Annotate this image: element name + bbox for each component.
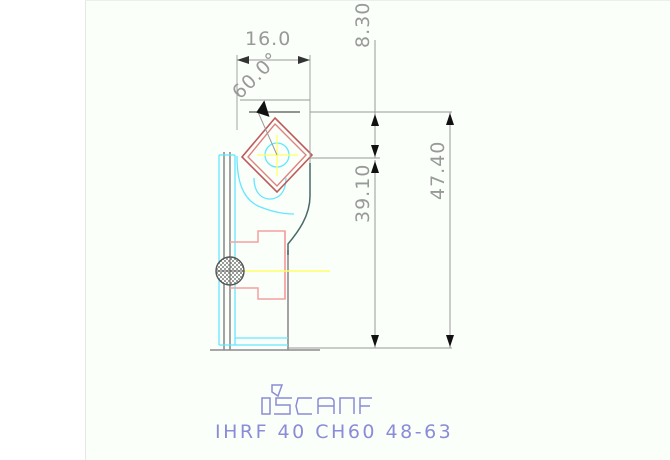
dimension-height-8-30: 8.30 [352,2,379,158]
arrowhead-bottom [371,335,379,347]
arrowhead-top [371,161,379,173]
dimension-label-39-10: 39.10 [352,164,374,223]
cutting-insert [240,116,314,194]
screw-hatched-circle [215,256,245,286]
arrowhead-top [371,114,379,126]
arrowhead-bottom [371,145,379,157]
dimension-label-8-30: 8.30 [352,2,374,48]
part-number-label: IHRF 40 CH60 48-63 [215,421,453,443]
head-transition-curve [287,163,311,255]
insert-inner-edge [247,122,307,188]
arrowhead-right [298,56,310,64]
body-outline-cyan [218,154,295,346]
dimension-width-16: 16.0 [237,28,310,64]
insert-outer-edge [240,116,314,194]
dimension-label-60deg: 60.0° [228,48,284,104]
drawing-canvas[interactable] [85,0,670,460]
extension-lines [236,55,452,349]
tool-holder-body [210,152,330,351]
dimension-height-47-40: 47.40 [427,112,454,348]
insert-crosshair [257,135,298,176]
iscar-logo [261,384,372,415]
arrowhead-top [446,113,454,125]
dimension-height-39-10: 39.10 [352,160,379,348]
arrowhead-left [237,56,249,64]
arrowhead-bottom [446,335,454,347]
dimension-label-47-40: 47.40 [427,141,449,200]
angle-arrowhead [256,100,270,117]
body-outline-gray [210,152,320,351]
title-block: IHRF 40 CH60 48-63 [215,384,453,443]
dimension-label-16: 16.0 [245,28,291,50]
internal-features [230,230,286,300]
